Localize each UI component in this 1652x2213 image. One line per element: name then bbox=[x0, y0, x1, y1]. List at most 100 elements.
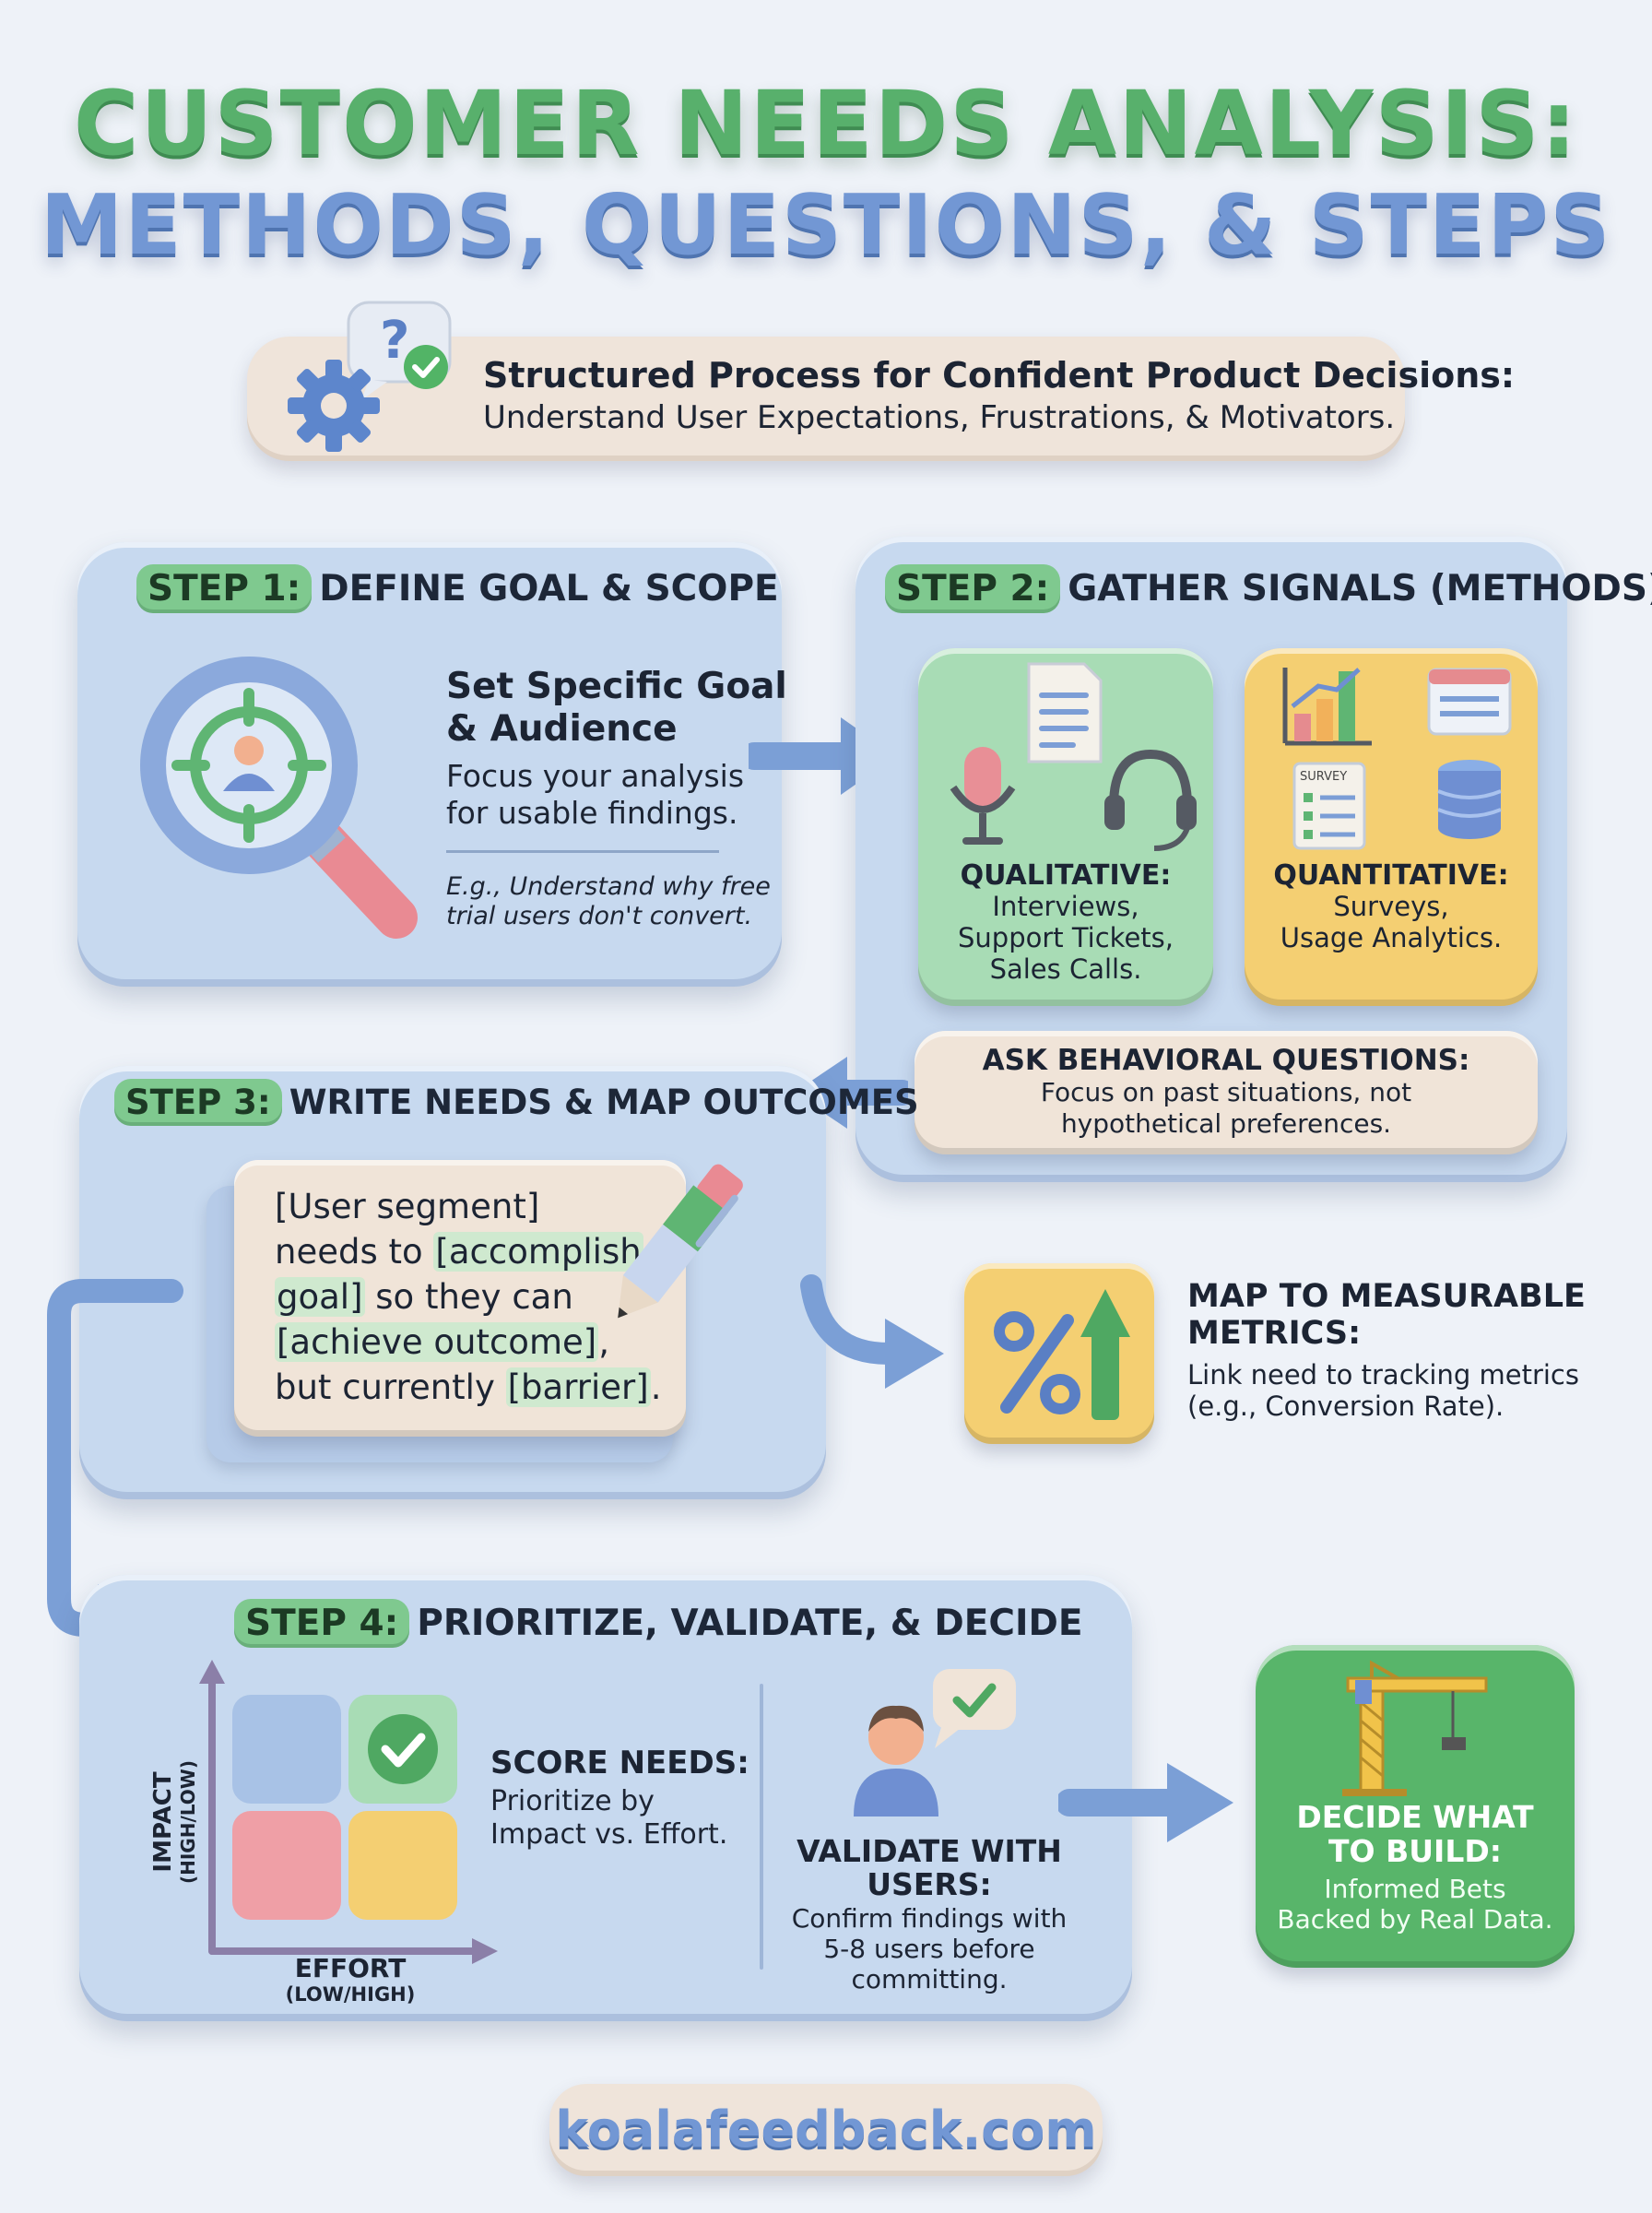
step1-text-line2: for usable findings. bbox=[446, 795, 738, 831]
step4-title: PRIORITIZE, VALIDATE, & DECIDE bbox=[417, 1603, 1083, 1644]
step1-example: E.g., Understand why free trial users do… bbox=[446, 872, 771, 931]
step1-heading-line1: Set Specific Goal bbox=[446, 666, 787, 707]
needs-line-2b: [accomplish bbox=[433, 1232, 643, 1272]
validate-heading: VALIDATE WITH USERS: bbox=[773, 1835, 1086, 1901]
quantitative-item-1: Surveys, bbox=[1333, 891, 1449, 922]
step2-header: STEP 2:GATHER SIGNALS (METHODS) bbox=[885, 564, 1652, 613]
quantitative-label: QUANTITATIVE: bbox=[1273, 859, 1509, 892]
behavioral-questions: ASK BEHAVIORAL QUESTIONS: Focus on past … bbox=[914, 1044, 1538, 1140]
decide-text-line1: Informed Bets bbox=[1324, 1874, 1506, 1904]
magnifier-target-icon bbox=[140, 657, 418, 939]
needs-line-3b: so they can bbox=[364, 1277, 573, 1317]
step1-example-line2: trial users don't convert. bbox=[446, 902, 753, 930]
needs-line-1: [User segment] bbox=[275, 1187, 540, 1226]
footer-link[interactable]: koalafeedback.com bbox=[555, 2101, 1097, 2159]
qualitative-item-2: Support Tickets, bbox=[958, 922, 1174, 953]
validate-heading-line1: VALIDATE WITH bbox=[796, 1833, 1062, 1869]
title-line-2: METHODS, QUESTIONS, & STEPS bbox=[40, 177, 1612, 274]
quantitative-item-2: Usage Analytics. bbox=[1280, 922, 1503, 953]
step1-title: DEFINE GOAL & SCOPE bbox=[319, 568, 779, 609]
needs-statement: [User segment] needs to [accomplish goal… bbox=[275, 1184, 661, 1410]
user-feedback-icon bbox=[854, 1669, 1016, 1817]
document-icon bbox=[1027, 662, 1103, 763]
step1-heading: Set Specific Goal & Audience bbox=[446, 666, 787, 751]
decide-heading-line1: DECIDE WHAT bbox=[1296, 1799, 1534, 1835]
step1-example-line1: E.g., Understand why free bbox=[446, 872, 771, 901]
needs-line-4a: [achieve outcome] bbox=[275, 1322, 599, 1362]
matrix-x-label: EFFORT bbox=[294, 1953, 407, 1983]
database-icon bbox=[1437, 760, 1502, 839]
score-text-line1: Prioritize by bbox=[490, 1785, 655, 1817]
browser-window-icon bbox=[1427, 668, 1512, 736]
step4-divider bbox=[760, 1684, 763, 1970]
step4-header: STEP 4:PRIORITIZE, VALIDATE, & DECIDE bbox=[234, 1599, 1082, 1648]
qualitative-item-1: Interviews, bbox=[992, 891, 1139, 922]
step3-title: WRITE NEEDS & MAP OUTCOMES bbox=[289, 1083, 919, 1122]
score-heading: SCORE NEEDS: bbox=[490, 1745, 749, 1781]
metrics-text-line2: (e.g., Conversion Rate). bbox=[1187, 1391, 1504, 1422]
step1-text-line1: Focus your analysis bbox=[446, 758, 745, 794]
step2-tag: STEP 2: bbox=[885, 564, 1061, 613]
needs-line-3a: goal] bbox=[275, 1277, 365, 1317]
needs-line-5a: but currently bbox=[275, 1367, 506, 1407]
step1-text: Focus your analysis for usable findings. bbox=[446, 758, 744, 832]
headset-icon bbox=[1104, 749, 1197, 851]
decide-card bbox=[1256, 1645, 1575, 1968]
step2-title: GATHER SIGNALS (METHODS) bbox=[1068, 568, 1652, 609]
step1-heading-line2: & Audience bbox=[446, 708, 678, 750]
step1-tag: STEP 1: bbox=[136, 564, 313, 613]
interview-icons bbox=[950, 662, 1197, 851]
qualitative-label: QUALITATIVE: bbox=[960, 859, 1172, 892]
metrics-text-line1: Link need to tracking metrics bbox=[1187, 1359, 1579, 1391]
decide-heading-line2: TO BUILD: bbox=[1328, 1833, 1502, 1869]
percent-up-arrow-icon bbox=[994, 1289, 1130, 1420]
survey-icon: SURVEY bbox=[1292, 762, 1366, 850]
svg-text:SURVEY: SURVEY bbox=[1300, 770, 1347, 784]
step1-header: STEP 1:DEFINE GOAL & SCOPE bbox=[136, 564, 779, 613]
step3-tag: STEP 3: bbox=[114, 1079, 282, 1126]
decide-heading: DECIDE WHAT TO BUILD: bbox=[1256, 1800, 1575, 1868]
step3-header: STEP 3:WRITE NEEDS & MAP OUTCOMES bbox=[114, 1079, 919, 1126]
intro-text: Understand User Expectations, Frustratio… bbox=[483, 399, 1396, 436]
validate-text-line1: Confirm findings with bbox=[791, 1903, 1068, 1934]
matrix-x-sub: (LOW/HIGH) bbox=[285, 1983, 416, 2006]
validate-text-line3: committing. bbox=[851, 1964, 1008, 1994]
analytics-icons: SURVEY bbox=[1282, 668, 1512, 850]
matrix-y-sub: (HIGH/LOW) bbox=[177, 1760, 199, 1885]
metrics-heading-line1: MAP TO MEASURABLE bbox=[1187, 1278, 1586, 1315]
metrics-heading: MAP TO MEASURABLE METRICS: bbox=[1187, 1278, 1586, 1352]
decide-text-line2: Backed by Real Data. bbox=[1277, 1904, 1553, 1935]
needs-line-4b: , bbox=[598, 1322, 609, 1362]
gear-question-check-icon: ? bbox=[288, 301, 452, 452]
decide-text: Informed Bets Backed by Real Data. bbox=[1256, 1874, 1575, 1935]
arrow-to-metrics bbox=[800, 1274, 944, 1389]
intro-heading: Structured Process for Confident Product… bbox=[483, 355, 1516, 396]
qualitative-item-3: Sales Calls. bbox=[989, 953, 1142, 985]
behavioral-line-2: hypothetical preferences. bbox=[1060, 1108, 1392, 1139]
needs-line-5c: . bbox=[650, 1367, 662, 1407]
matrix-x-axis-label: EFFORT (LOW/HIGH) bbox=[230, 1953, 470, 2006]
quantitative-list: Surveys, Usage Analytics. bbox=[1245, 891, 1538, 953]
behavioral-questions-card bbox=[914, 1031, 1538, 1154]
matrix-y-axis-label: IMPACT (HIGH/LOW) bbox=[149, 1702, 199, 1942]
behavioral-line-1: Focus on past situations, not bbox=[1040, 1077, 1412, 1107]
microphone-icon bbox=[950, 747, 1016, 845]
step1-divider bbox=[446, 850, 719, 853]
qualitative-list: Interviews, Support Tickets, Sales Calls… bbox=[918, 891, 1213, 985]
validate-text: Confirm findings with 5-8 users before c… bbox=[773, 1903, 1086, 1994]
metrics-heading-line2: METRICS: bbox=[1187, 1315, 1362, 1352]
score-text-line2: Impact vs. Effort. bbox=[490, 1818, 728, 1851]
needs-line-5b: [barrier] bbox=[505, 1367, 651, 1407]
bar-chart-icon bbox=[1282, 668, 1372, 746]
arrow-to-decide bbox=[1058, 1763, 1233, 1842]
matrix-y-label: IMPACT bbox=[149, 1771, 177, 1873]
validate-heading-line2: USERS: bbox=[867, 1866, 992, 1902]
behavioral-heading: ASK BEHAVIORAL QUESTIONS: bbox=[982, 1044, 1470, 1077]
title-line-1: CUSTOMER NEEDS ANALYSIS: bbox=[74, 72, 1578, 175]
metrics-text: Link need to tracking metrics (e.g., Con… bbox=[1187, 1359, 1579, 1422]
step4-tag: STEP 4: bbox=[234, 1599, 410, 1648]
pen-icon bbox=[618, 1164, 743, 1319]
impact-effort-matrix bbox=[199, 1660, 498, 1964]
footer-pill bbox=[549, 2084, 1103, 2176]
needs-line-2a: needs to bbox=[275, 1232, 434, 1272]
